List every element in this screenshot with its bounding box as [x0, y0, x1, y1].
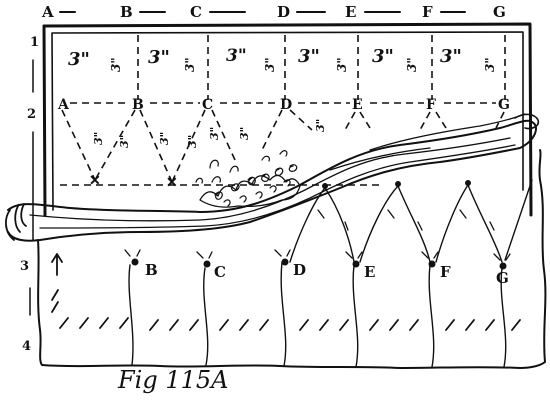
stuffing-strands	[196, 160, 218, 183]
measure-diag-4: 3"	[186, 135, 199, 148]
tuft-point: ✕	[166, 175, 178, 191]
diagonal-dash	[436, 112, 446, 128]
measure-diag-3: 3"	[158, 132, 171, 145]
diagonal-dash	[262, 110, 282, 150]
arrow-up	[52, 254, 62, 275]
measure-diag-6: 3"	[238, 127, 251, 140]
top-letter-a: A	[41, 3, 54, 21]
tuft-button-upper	[395, 181, 401, 187]
side-mark-4: 4	[22, 339, 31, 354]
measure-vert-6: 3"	[483, 57, 497, 72]
row-line: A B C D E F G	[57, 97, 510, 113]
tuft-buttons	[125, 180, 510, 270]
measure-vert-4: 3"	[335, 57, 349, 72]
diagonal-dash	[140, 110, 172, 182]
bottom-letter-b: B	[145, 261, 158, 279]
frame-outer-left	[44, 26, 45, 215]
measure-top-1: 3"	[68, 49, 90, 70]
top-letter-d: D	[277, 3, 290, 21]
tuft-button-c	[204, 261, 211, 268]
bottom-letter-e: E	[364, 263, 375, 281]
panel-hatch-left	[52, 290, 58, 312]
fabric-fold-2	[40, 145, 515, 228]
side-scale: 1 2 3 4	[20, 35, 39, 354]
tuft-button-upper	[465, 180, 471, 186]
tuft-button-b	[132, 259, 139, 266]
top-letter-f: F	[422, 3, 433, 21]
stuffing-curls	[212, 151, 297, 206]
side-mark-2: 2	[27, 107, 36, 122]
measure-vert-5: 3"	[405, 57, 419, 72]
measure-vert-3: 3"	[263, 57, 277, 72]
top-letter-e: E	[345, 3, 356, 21]
top-scale: A B C D E F G	[41, 3, 506, 21]
measure-vert-1: 3"	[109, 57, 123, 72]
bottom-letter-d: D	[293, 261, 306, 279]
bottom-letters: B C D E F G	[145, 261, 509, 287]
tuft-button-e	[353, 261, 360, 268]
row-letter-a: A	[57, 97, 70, 113]
tuft-stitch-marks	[125, 250, 510, 260]
diagonal-dash	[62, 110, 95, 180]
bottom-letter-f: F	[440, 263, 451, 281]
top-letter-c: C	[190, 3, 202, 21]
measure-diag-2: 3"	[118, 135, 131, 148]
side-mark-3: 3	[20, 259, 29, 274]
row-letter-e: E	[352, 97, 363, 113]
tuft-button-d	[282, 259, 289, 266]
diagonal-dash	[420, 112, 430, 130]
row-letter-g: G	[498, 97, 510, 113]
stuffing-pile	[196, 151, 300, 207]
tuft-point: ✕	[89, 173, 101, 189]
diagonal-dash	[290, 110, 312, 130]
measure-vert-2: 3"	[183, 57, 197, 72]
panel-diamond-folds	[290, 180, 532, 262]
tuft-button-f	[429, 261, 436, 268]
measure-top-3: 3"	[226, 46, 247, 66]
panel-hatching	[60, 318, 520, 330]
measure-diag-5: 3"	[208, 127, 221, 140]
diagonal-dash	[345, 112, 355, 130]
top-letter-b: B	[120, 3, 133, 21]
measure-diag-1: 3"	[92, 132, 105, 145]
side-mark-1: 1	[30, 35, 39, 50]
figure-caption: Fig 115A	[117, 366, 228, 394]
diagonal-dash	[496, 112, 504, 128]
tuft-button-upper	[322, 183, 328, 189]
measure-top-4: 3"	[298, 46, 320, 67]
row-letter-f: F	[426, 97, 436, 113]
measure-diag-7: 3"	[314, 119, 327, 132]
measure-top-6: 3"	[440, 46, 462, 67]
bottom-letter-c: C	[214, 263, 226, 281]
measure-top-2: 3"	[148, 47, 170, 68]
top-letter-g: G	[493, 3, 506, 21]
fabric-outline	[8, 121, 536, 241]
measure-top-5: 3"	[372, 46, 394, 67]
diagonal-dash	[360, 112, 370, 128]
bottom-letter-g: G	[496, 269, 509, 287]
